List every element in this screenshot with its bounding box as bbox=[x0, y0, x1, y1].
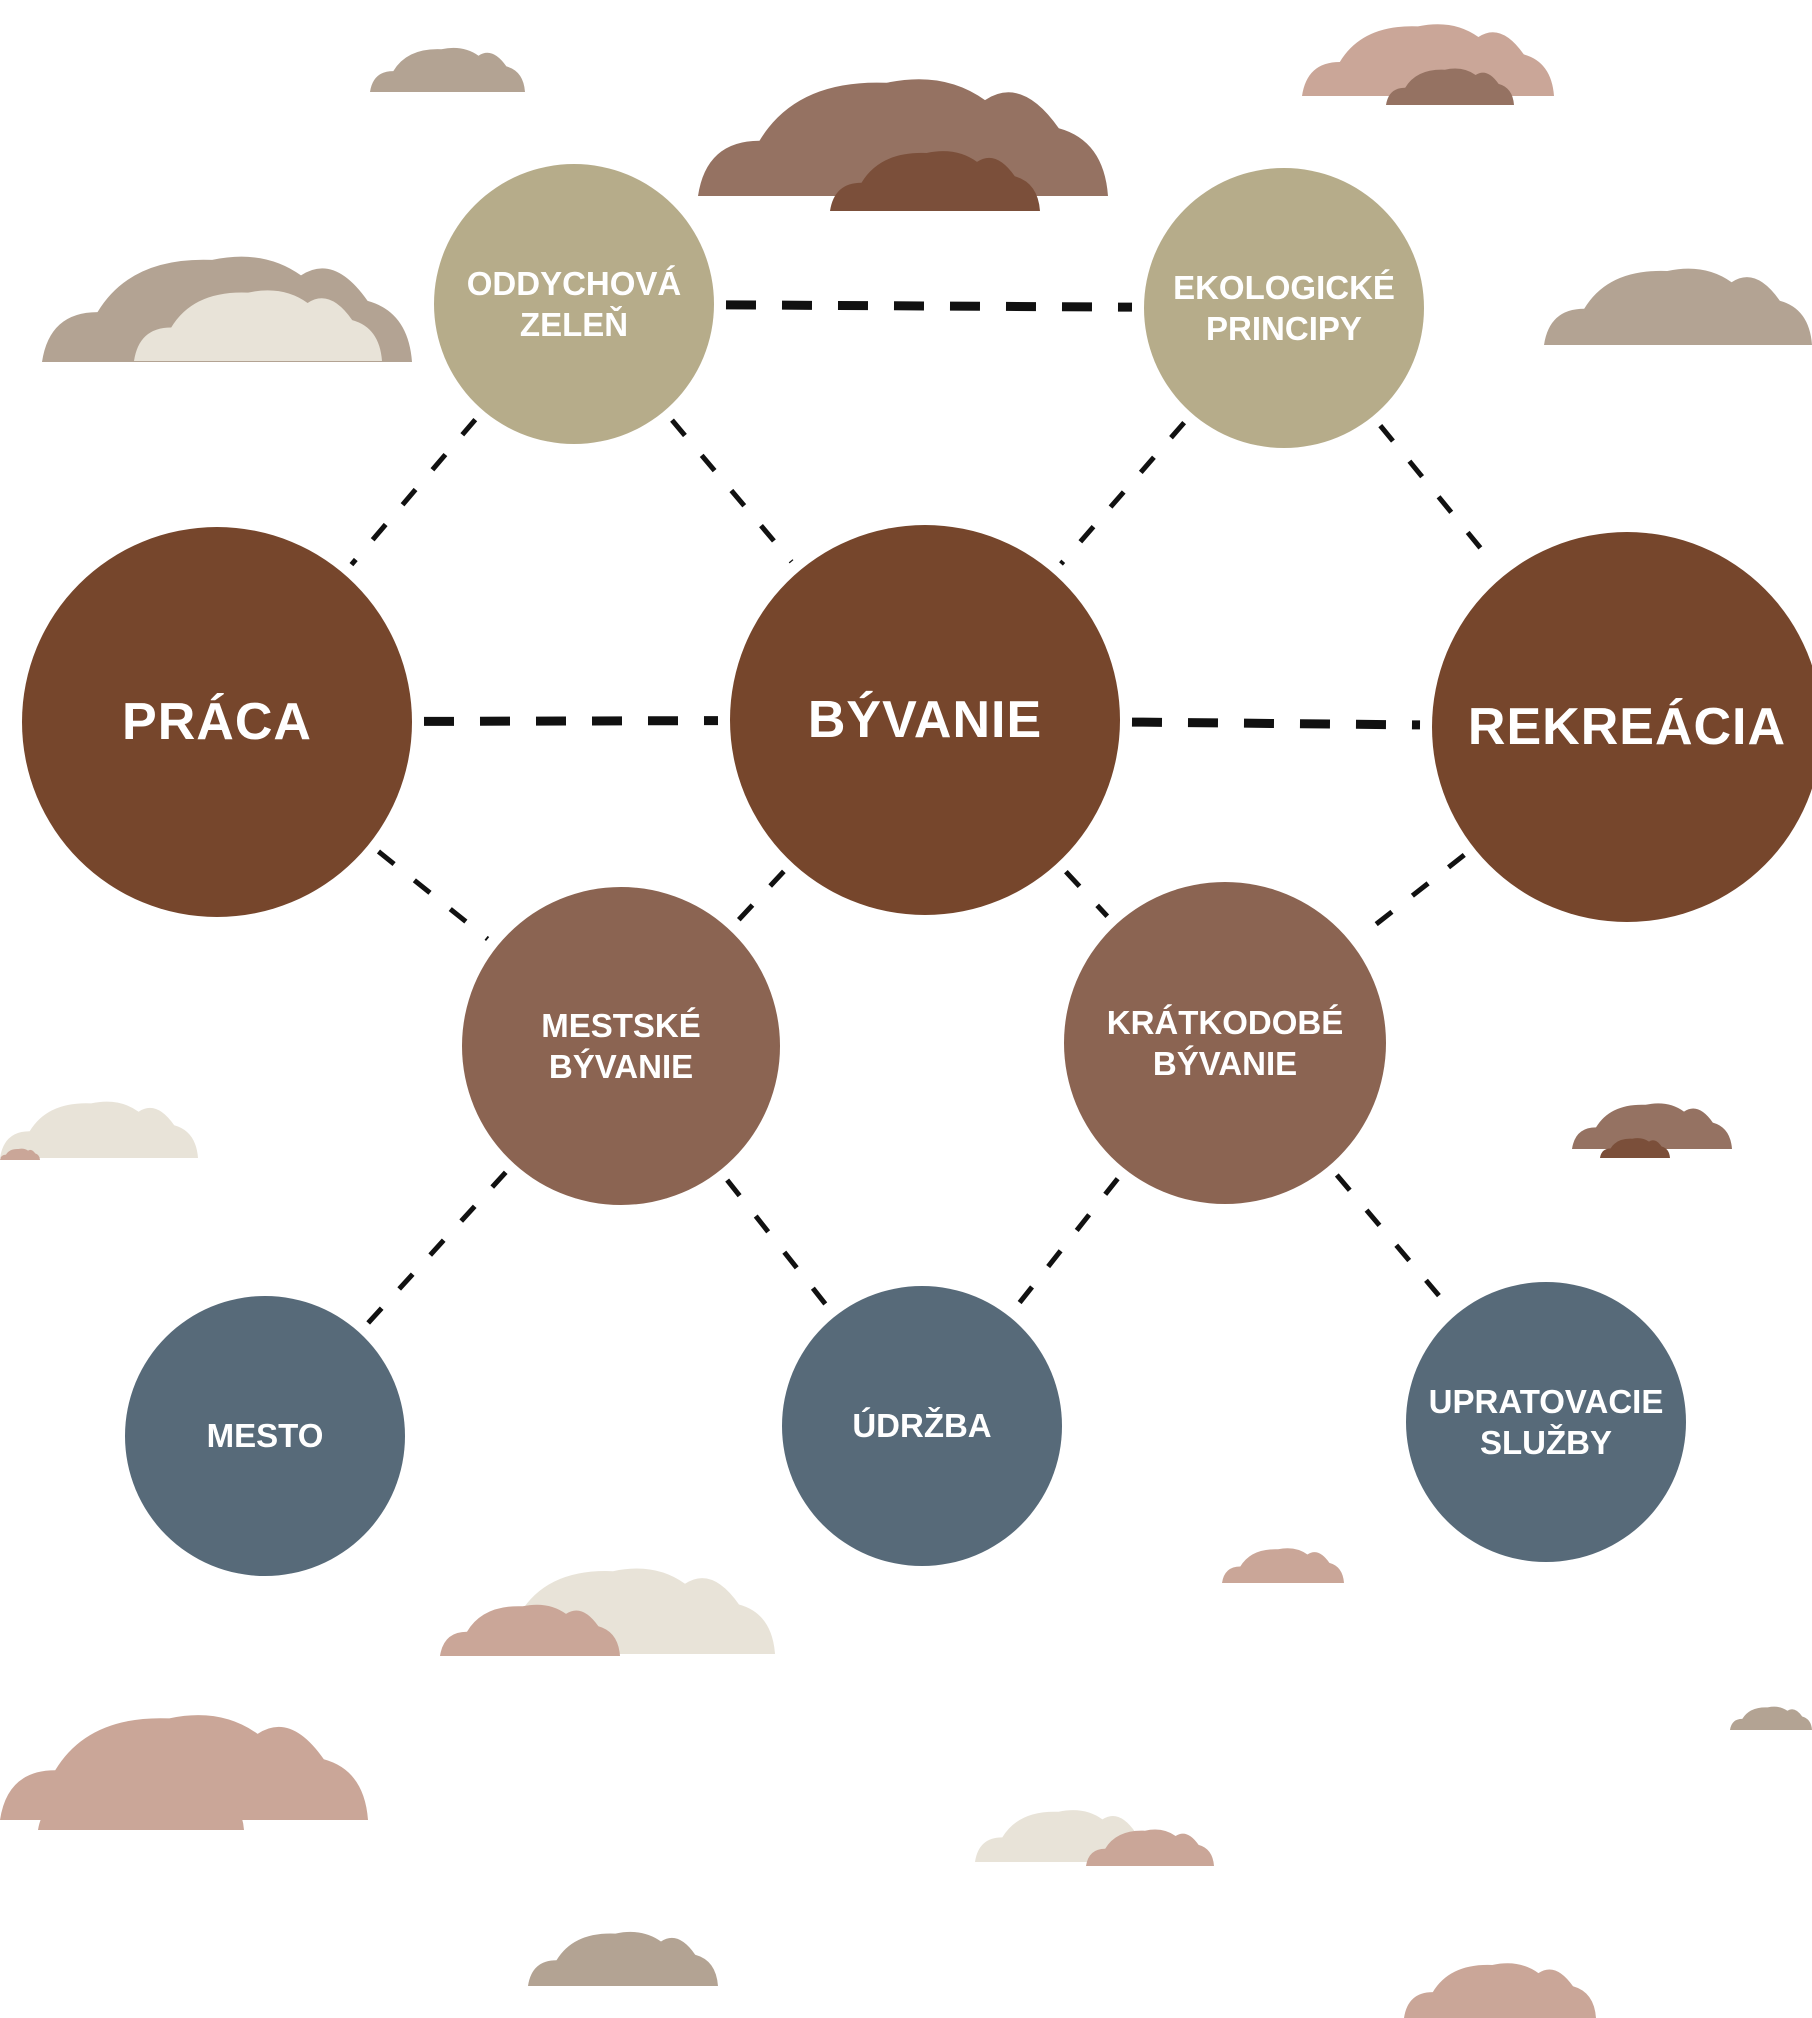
cloud-20 bbox=[1086, 1829, 1214, 1866]
node-label-kratkodobe-byvanie: KRÁTKODOBÉ BÝVANIE bbox=[1106, 1003, 1344, 1082]
cloud-7 bbox=[134, 290, 382, 361]
node-label-ekologicke-principy: EKOLOGICKÉ PRINCIPY bbox=[1173, 268, 1395, 347]
node-label-udrzba: ÚDRŽBA bbox=[852, 1407, 992, 1445]
cloud-22 bbox=[1404, 1963, 1596, 2018]
node-label-mestske-byvanie: MESTSKÉ BÝVANIE bbox=[541, 1006, 701, 1085]
connector-zelen-eko bbox=[725, 300, 1133, 312]
cloud-8 bbox=[1544, 268, 1812, 345]
cloud-13 bbox=[1222, 1548, 1344, 1583]
cloud-16 bbox=[1730, 1706, 1812, 1730]
cloud-15 bbox=[440, 1604, 620, 1656]
node-mestske-byvanie: MESTSKÉ BÝVANIE bbox=[462, 887, 780, 1205]
node-label-praca: PRÁCA bbox=[122, 692, 312, 751]
node-label-oddychova-zelen: ODDYCHOVÁ ZELEŇ bbox=[466, 264, 682, 343]
cloud-21 bbox=[528, 1931, 718, 1986]
node-oddychova-zelen: ODDYCHOVÁ ZELEŇ bbox=[434, 164, 714, 444]
connector-byvanie-mestske bbox=[735, 869, 786, 923]
node-label-mesto: MESTO bbox=[206, 1417, 324, 1455]
connector-mestske-mesto bbox=[365, 1170, 508, 1326]
node-praca: PRÁCA bbox=[22, 527, 412, 917]
node-mesto: MESTO bbox=[125, 1296, 405, 1576]
node-label-rekreacia: REKREÁCIA bbox=[1467, 697, 1787, 756]
node-label-byvanie: BÝVANIE bbox=[807, 690, 1043, 749]
node-upratovacie-sluzby: UPRATOVACIE SLUŽBY bbox=[1406, 1282, 1686, 1562]
connector-eko-rekreacia bbox=[1378, 424, 1498, 569]
cloud-12 bbox=[1600, 1138, 1670, 1158]
connector-mestske-udrzba bbox=[725, 1178, 830, 1309]
connector-eko-byvanie bbox=[1059, 420, 1187, 566]
cloud-1 bbox=[370, 47, 525, 92]
cloud-5 bbox=[830, 151, 1040, 211]
node-byvanie: BÝVANIE bbox=[730, 525, 1120, 915]
connector-zelen-byvanie bbox=[670, 418, 794, 564]
connector-praca-byvanie bbox=[423, 716, 719, 726]
node-udrzba: ÚDRŽBA bbox=[782, 1286, 1062, 1566]
node-ekologicke-principy: EKOLOGICKÉ PRINCIPY bbox=[1144, 168, 1424, 448]
cloud-9 bbox=[0, 1101, 198, 1158]
node-kratkodobe-byvanie: KRÁTKODOBÉ BÝVANIE bbox=[1064, 882, 1386, 1204]
cloud-3 bbox=[1386, 68, 1514, 105]
connector-byvanie-kratkodobe bbox=[1064, 869, 1110, 918]
cloud-18 bbox=[38, 1771, 244, 1830]
connector-praca-mestske bbox=[376, 849, 490, 941]
node-label-upratovacie-sluzby: UPRATOVACIE SLUŽBY bbox=[1428, 1382, 1664, 1461]
connector-kratkodobe-udrzba bbox=[1014, 1177, 1120, 1309]
connector-rekreacia-kratkodobe bbox=[1359, 852, 1466, 939]
node-rekreacia: REKREÁCIA bbox=[1432, 532, 1812, 922]
cloud-11 bbox=[1572, 1103, 1732, 1149]
cloud-10 bbox=[0, 1148, 40, 1160]
connector-kratkodobe-upratovacie bbox=[1334, 1173, 1450, 1308]
connector-zelen-praca bbox=[349, 417, 478, 567]
connector-byvanie-rekreacia bbox=[1131, 717, 1421, 730]
